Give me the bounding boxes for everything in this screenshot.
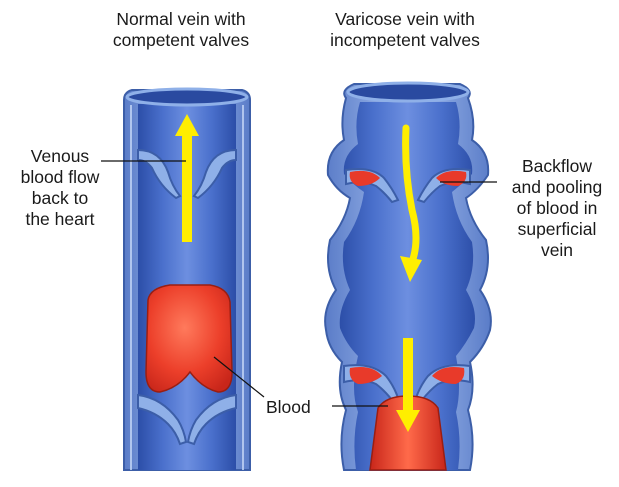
- normal-vein: [124, 89, 250, 470]
- varicose-vein-title: Varicose vein with incompetent valves: [290, 9, 520, 51]
- backflow-label: Backflow and pooling of blood in superfi…: [495, 156, 619, 261]
- venous-flow-label: Venous blood flow back to the heart: [0, 146, 120, 230]
- varicose-vein-opening: [348, 83, 468, 101]
- normal-vein-title: Normal vein with competent valves: [76, 9, 286, 51]
- normal-vein-opening: [127, 89, 247, 105]
- blood-label: Blood: [266, 397, 330, 418]
- varicose-vein: [325, 83, 491, 470]
